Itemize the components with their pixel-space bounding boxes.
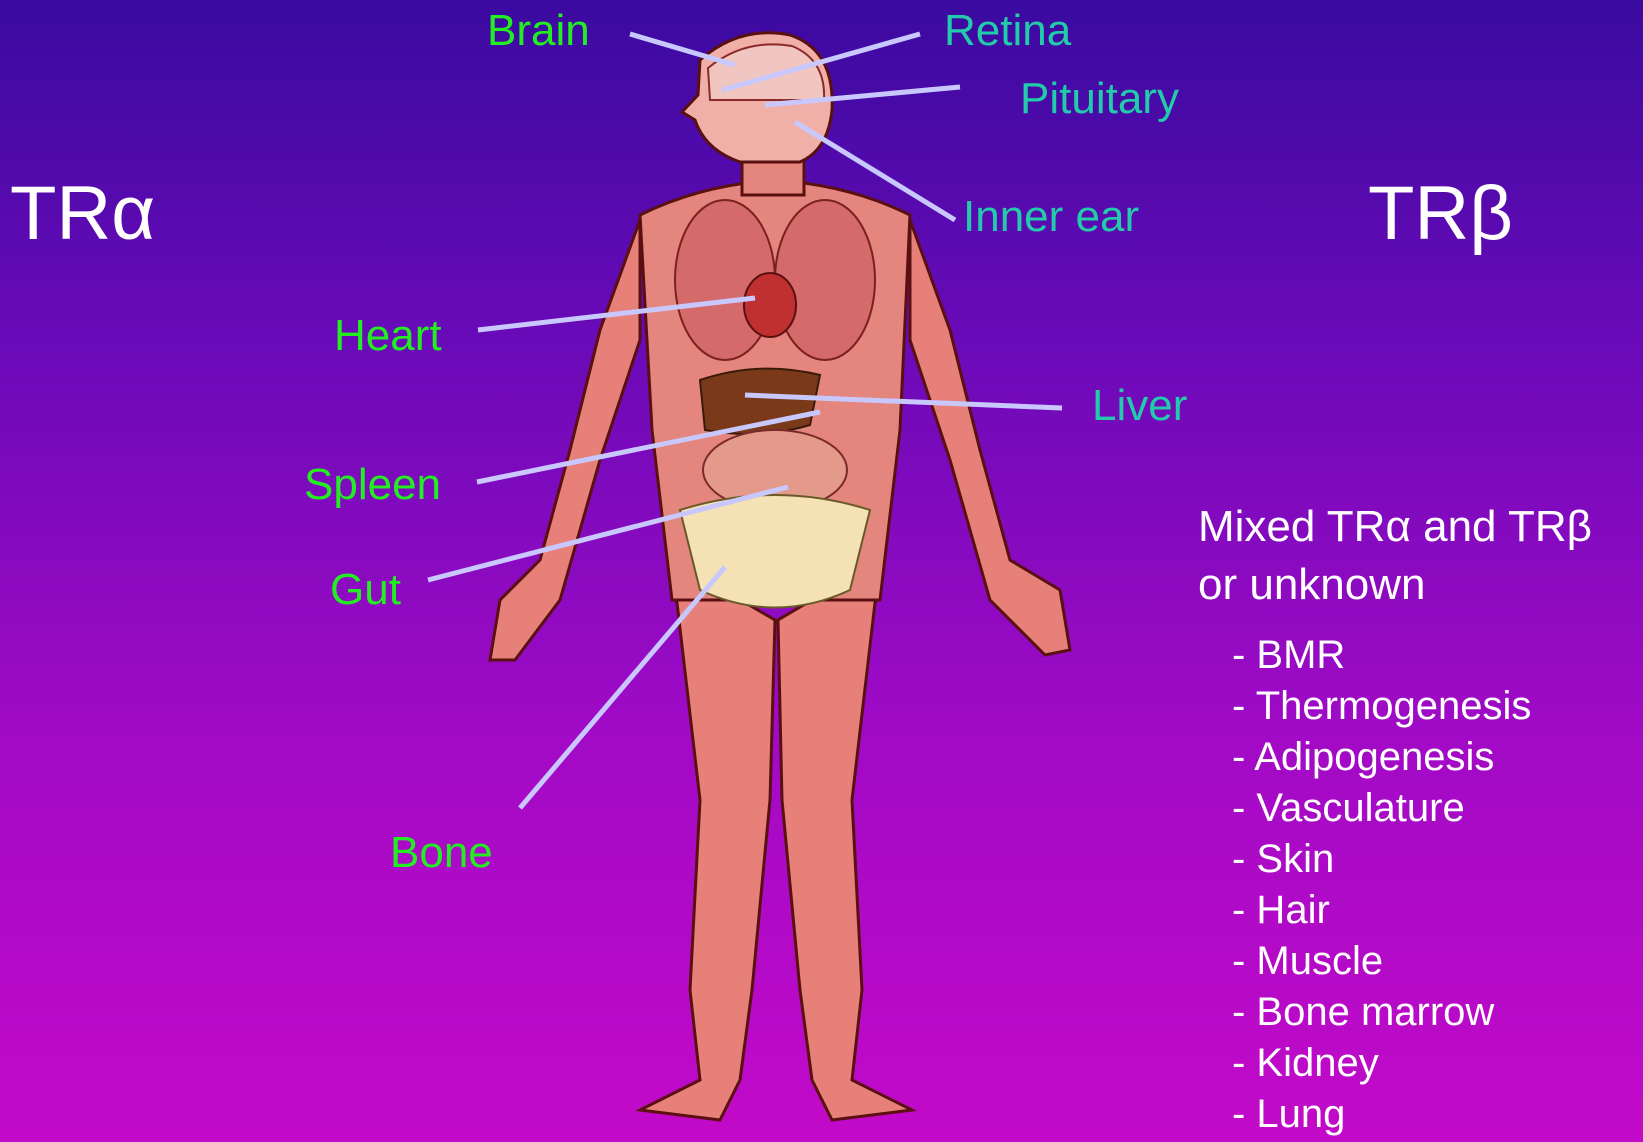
list-item: - Thermogenesis (1232, 681, 1531, 732)
list-item: - Skin (1232, 834, 1531, 885)
mixed-heading-line2: or unknown (1198, 556, 1592, 614)
label-brain: Brain (487, 9, 590, 53)
list-item: - Muscle (1232, 936, 1531, 987)
mixed-heading-line1: Mixed TRα and TRβ (1198, 498, 1592, 556)
list-item: - Hair (1232, 885, 1531, 936)
tr-beta-heading: TRβ (1368, 176, 1513, 252)
mixed-heading: Mixed TRα and TRβ or unknown (1198, 498, 1592, 614)
label-bone: Bone (390, 831, 493, 875)
tr-alpha-heading: TRα (10, 176, 155, 252)
label-pituitary: Pituitary (1020, 77, 1179, 121)
label-retina: Retina (944, 9, 1071, 53)
mixed-function-list: - BMR - Thermogenesis - Adipogenesis - V… (1232, 630, 1531, 1140)
label-inner-ear: Inner ear (963, 195, 1139, 239)
list-item: - Lung (1232, 1089, 1531, 1140)
list-item: - Bone marrow (1232, 987, 1531, 1038)
list-item: - Vasculature (1232, 783, 1531, 834)
label-heart: Heart (334, 314, 442, 358)
list-item: - Adipogenesis (1232, 732, 1531, 783)
label-gut: Gut (330, 568, 401, 612)
list-item: - BMR (1232, 630, 1531, 681)
label-liver: Liver (1092, 384, 1187, 428)
label-spleen: Spleen (304, 463, 441, 507)
list-item: - Kidney (1232, 1038, 1531, 1089)
